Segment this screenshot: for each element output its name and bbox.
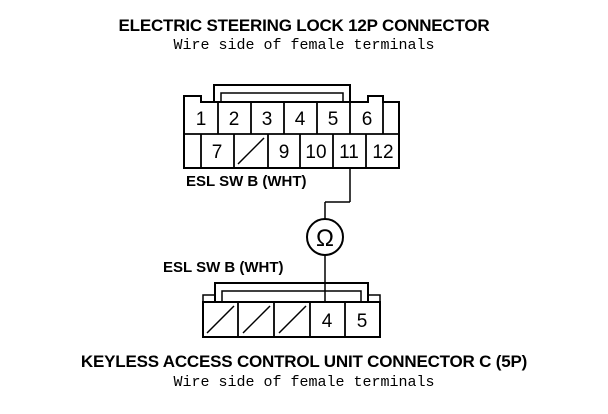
top-terminal-label: 7 <box>212 142 223 163</box>
top-terminal-label: 5 <box>328 109 339 130</box>
top-terminal-label: 1 <box>196 109 207 130</box>
unused-terminal-slash <box>206 305 235 334</box>
unused-terminal-slash <box>278 305 307 334</box>
top-terminal-label: 12 <box>372 142 393 163</box>
top-connector-title: ELECTRIC STEERING LOCK 12P CONNECTOR <box>118 16 490 35</box>
top-terminal-label: 4 <box>295 109 306 130</box>
top-terminal-label: 10 <box>305 142 326 163</box>
bottom-connector-title: KEYLESS ACCESS CONTROL UNIT CONNECTOR C … <box>80 352 528 371</box>
bottom-connector-housing <box>202 301 381 338</box>
top-connector-latch <box>213 84 351 102</box>
bottom-terminal-label: 4 <box>322 311 333 332</box>
top-terminal-label: 3 <box>262 109 273 130</box>
top-terminal-label: 9 <box>279 142 290 163</box>
wire-label-top: ESL SW B (WHT) <box>186 173 307 190</box>
top-terminal-label: 6 <box>362 109 373 130</box>
top-connector-housing <box>183 95 400 169</box>
bottom-terminal-label: 5 <box>357 311 368 332</box>
top-connector-subtitle: Wire side of female terminals <box>173 37 435 54</box>
ohmmeter: Ω <box>306 218 344 256</box>
top-terminal-label: 2 <box>229 109 240 130</box>
bottom-connector-latch <box>214 282 369 302</box>
unused-terminal-slash <box>237 137 265 165</box>
bottom-connector-subtitle: Wire side of female terminals <box>173 374 435 391</box>
unused-terminal-slash <box>242 305 271 334</box>
ohm-symbol: Ω <box>316 225 334 252</box>
top-terminal-label: 11 <box>339 142 359 163</box>
top-connector: 1 2 3 4 5 6 7 9 10 11 12 <box>183 84 400 169</box>
bottom-connector-latch-inner <box>221 290 362 302</box>
top-connector-latch-inner <box>220 92 344 102</box>
wire-label-bottom: ESL SW B (WHT) <box>163 259 284 276</box>
bottom-connector: 4 5 <box>202 282 381 338</box>
